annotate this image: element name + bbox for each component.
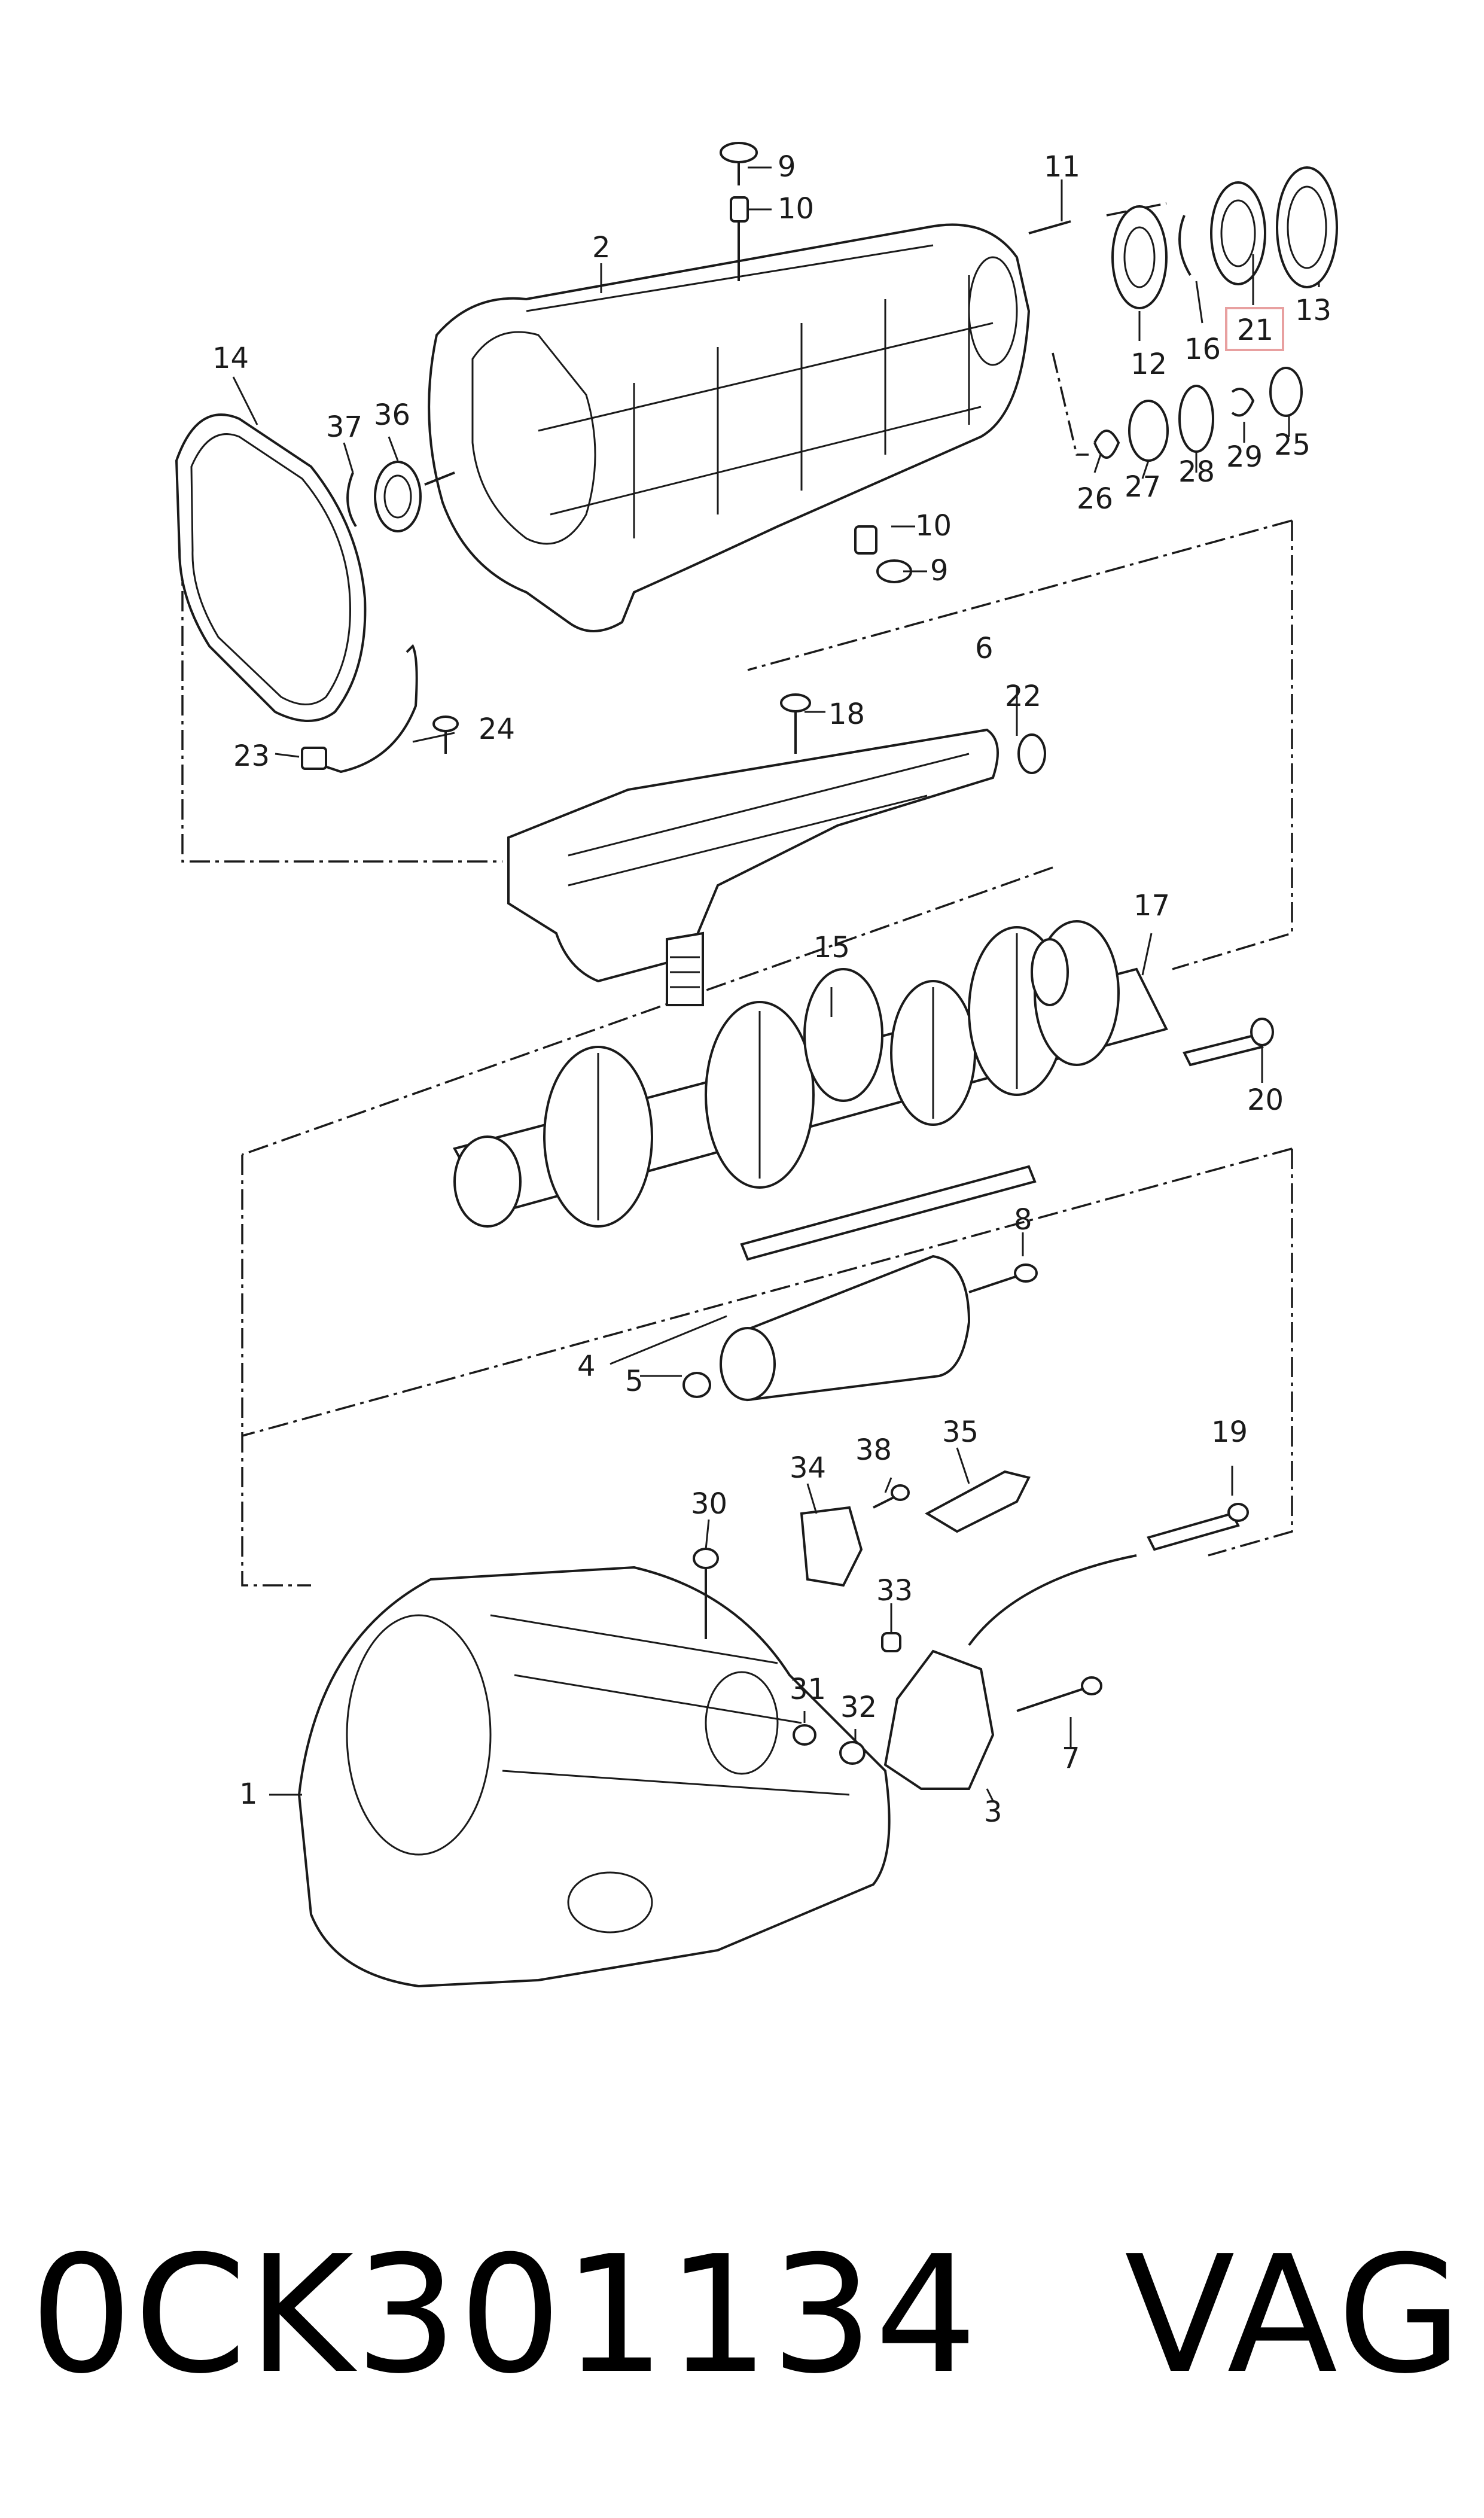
- label-37: 37: [326, 410, 362, 444]
- label-15: 15: [813, 931, 850, 964]
- highlight-box-part-21: [1225, 307, 1284, 351]
- label-35: 35: [942, 1415, 979, 1449]
- label-9-top: 9: [778, 150, 796, 184]
- label-6: 6: [975, 632, 994, 665]
- label-34: 34: [790, 1451, 826, 1485]
- label-27: 27: [1125, 470, 1161, 504]
- label-28: 28: [1178, 455, 1215, 489]
- label-36: 36: [374, 398, 410, 432]
- gear-shaft-assembly-part-15: [453, 920, 1274, 1261]
- label-17: 17: [1133, 889, 1170, 922]
- part-number-labels: 1 2 3 4 5 6 7 8 9 9 10 10 11 12 13 14 15…: [212, 150, 1331, 1829]
- label-13: 13: [1295, 294, 1331, 327]
- label-2: 2: [592, 231, 611, 264]
- bolt-part-18: [780, 693, 811, 754]
- label-25: 25: [1274, 428, 1311, 462]
- label-9-bottom: 9: [930, 554, 949, 587]
- label-26: 26: [1077, 482, 1113, 516]
- label-12: 12: [1130, 348, 1167, 381]
- gasket-part-14: [175, 413, 367, 722]
- label-23: 23: [233, 739, 270, 773]
- actuator-cylinder-part-4: [682, 1255, 1038, 1402]
- label-31: 31: [790, 1673, 826, 1706]
- label-21: 21: [1237, 313, 1273, 347]
- output-shaft-small-parts: [1016, 166, 1338, 984]
- gearbox-housing-part-1: [297, 1548, 901, 1988]
- label-19: 19: [1211, 1415, 1248, 1449]
- label-38: 38: [855, 1433, 892, 1467]
- label-11: 11: [1044, 150, 1080, 184]
- label-14: 14: [212, 342, 249, 375]
- label-32: 32: [840, 1691, 877, 1724]
- transmission-housing-part-2: [428, 223, 1031, 632]
- label-16: 16: [1184, 333, 1221, 366]
- label-30: 30: [691, 1487, 727, 1521]
- label-5: 5: [625, 1365, 644, 1398]
- brand-name: VAG: [1125, 2221, 1465, 2409]
- seal-and-circlip-left: [346, 461, 455, 532]
- label-1: 1: [239, 1777, 258, 1811]
- label-10-bottom: 10: [915, 509, 952, 543]
- shift-housing-part-6: [507, 728, 1046, 1006]
- part-number: 0CK301134: [30, 2221, 979, 2409]
- label-7: 7: [1062, 1741, 1080, 1775]
- label-24: 24: [479, 713, 515, 746]
- label-22: 22: [1005, 680, 1041, 713]
- label-33: 33: [876, 1574, 913, 1607]
- label-20: 20: [1247, 1083, 1284, 1117]
- shift-linkage-parts: [800, 1470, 1249, 1646]
- assembly-boundary-lines: [181, 202, 1293, 1587]
- label-10-top: 10: [778, 192, 814, 226]
- sensor-wire-part-23: [301, 644, 459, 774]
- label-4: 4: [577, 1350, 596, 1383]
- label-29: 29: [1226, 440, 1263, 474]
- bolt-and-sleeve-top: [720, 142, 912, 583]
- label-8: 8: [1014, 1203, 1032, 1237]
- valve-block-part-3: [883, 1649, 1102, 1790]
- label-3: 3: [984, 1795, 1002, 1829]
- leader-lines: [232, 166, 1320, 1801]
- label-18: 18: [828, 698, 865, 731]
- caption: 0CK301134 VAG: [30, 2225, 1465, 2405]
